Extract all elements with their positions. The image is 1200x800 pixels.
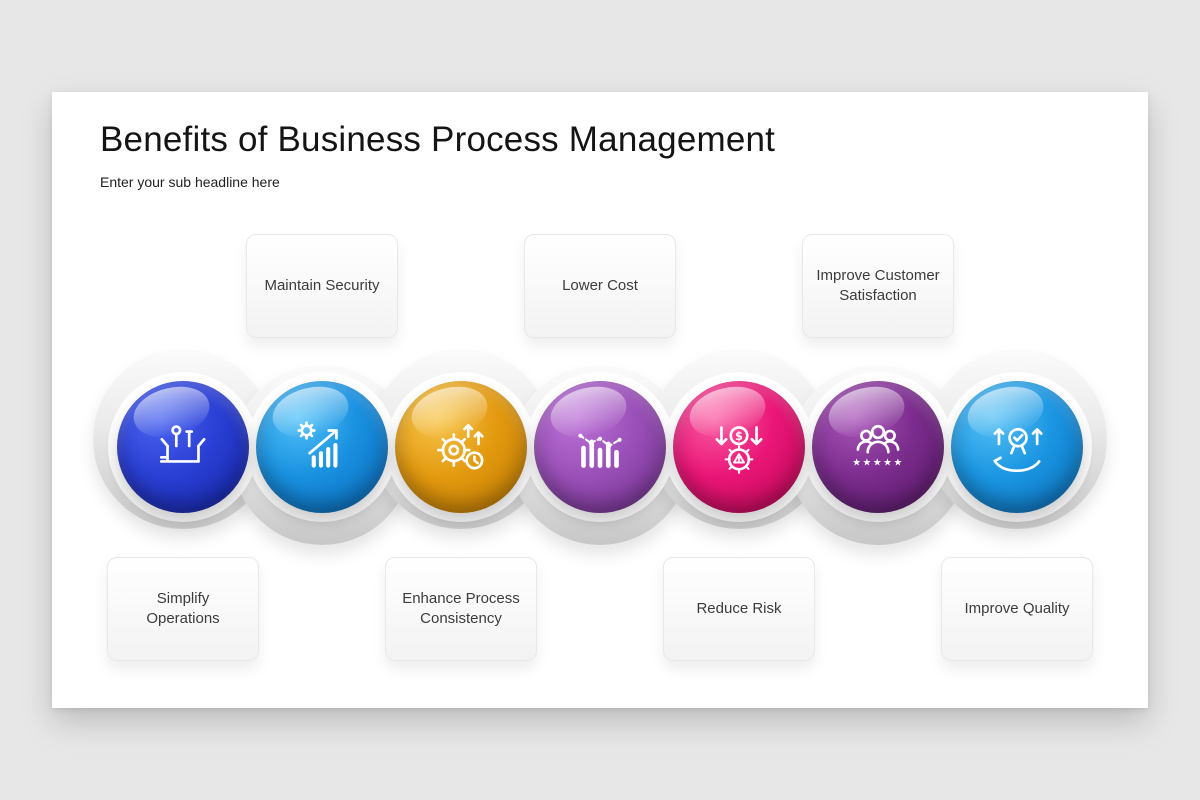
slide-title: Benefits of Business Process Management [100,120,776,159]
gear-growth-chart-icon [297,421,338,468]
benefit-card-improve-quality: Improve Quality [941,557,1093,661]
dollar-gear-warning-icon: $ [715,426,763,474]
benefit-circle-reduce-risk: $ [673,381,805,513]
svg-text:$: $ [735,429,743,443]
benefit-label: Enhance Process Consistency [402,589,520,627]
benefit-circle-enhance-process-consistency [395,381,527,513]
benefit-circle-simplify-operations [117,381,249,513]
slide-subtitle: Enter your sub headline here [100,174,280,190]
benefit-label: Improve Customer Satisfaction [816,266,940,304]
benefit-card-improve-customer-satisfaction: Improve Customer Satisfaction [802,234,954,338]
benefit-card-reduce-risk: Reduce Risk [663,557,815,661]
benefit-label: Lower Cost [562,276,638,294]
toolbox-icon [160,425,206,463]
svg-text:★★★★★: ★★★★★ [852,458,904,469]
hand-award-arrows-icon [993,427,1043,473]
bar-chart-trend-icon [578,433,622,468]
benefit-label: Reduce Risk [696,599,782,617]
slide-canvas: Benefits of Business Process Management … [52,92,1148,708]
benefit-card-simplify-operations: Simplify Operations [107,557,259,661]
gear-time-arrows-icon [436,424,484,470]
benefit-circle-improve-customer-satisfaction: ★★★★★ [812,381,944,513]
benefit-card-lower-cost: Lower Cost [524,234,676,338]
benefit-card-maintain-security: Maintain Security [246,234,398,338]
benefit-label: Simplify Operations [146,589,220,627]
benefit-circle-lower-cost [534,381,666,513]
benefit-card-enhance-process-consistency: Enhance Process Consistency [385,557,537,661]
benefit-label: Improve Quality [964,599,1070,617]
benefit-circle-maintain-security [256,381,388,513]
team-rating-stars-icon: ★★★★★ [852,424,904,469]
benefit-circle-improve-quality [951,381,1083,513]
benefit-label: Maintain Security [264,276,380,294]
